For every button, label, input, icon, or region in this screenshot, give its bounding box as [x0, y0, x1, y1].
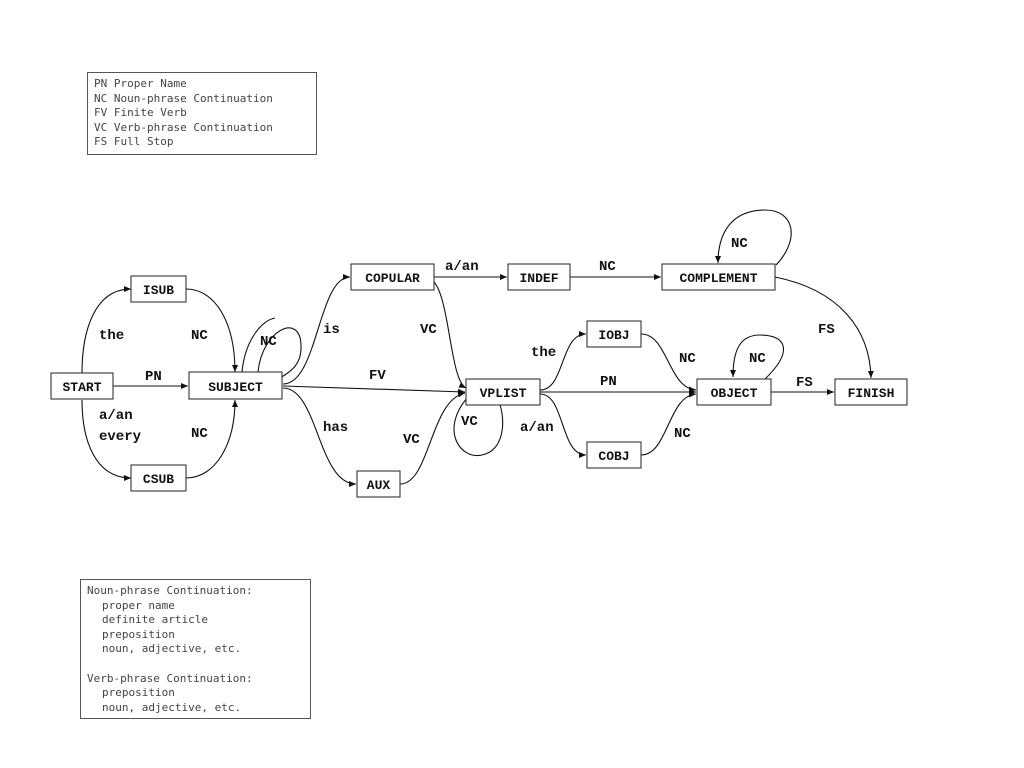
edge-label-cobj-object: NC	[674, 426, 691, 442]
edge-label-subject-aux: has	[323, 420, 348, 436]
abbreviation-legend: PN Proper Name NC Noun-phrase Continuati…	[87, 72, 317, 155]
node-subject: SUBJECT	[188, 371, 283, 400]
node-cobj: COBJ	[586, 441, 642, 469]
edge-subject-copular	[282, 274, 351, 385]
legend-code: FV	[94, 106, 108, 120]
edge-label-csub-subject: NC	[191, 426, 208, 442]
edge-label-vplist-object: PN	[600, 374, 617, 390]
legend-meaning: Proper Name	[113, 77, 187, 90]
legend-code: VC	[94, 120, 108, 134]
node-finish: FINISH	[834, 378, 908, 406]
node-isub-label: ISUB	[143, 283, 174, 298]
edge-complement-finish	[774, 276, 874, 379]
legend-meaning: Finite Verb	[113, 106, 187, 120]
edge-label-complement-loop: NC	[731, 236, 748, 252]
legend-code: FS	[94, 135, 108, 149]
node-start-label: START	[62, 380, 101, 395]
edge-label-subject-vplist: FV	[369, 368, 386, 384]
node-csub: CSUB	[130, 464, 187, 492]
legend-code: NC	[94, 91, 108, 105]
edge-subject-loop-head	[241, 317, 276, 373]
node-start: START	[50, 372, 114, 400]
node-isub: ISUB	[130, 275, 187, 303]
node-aux-label: AUX	[367, 478, 391, 493]
node-indef-label: INDEF	[519, 271, 558, 286]
legend-code: PN	[94, 77, 108, 90]
legend-meaning: Verb-phrase Continuation	[113, 120, 273, 134]
edge-start-csub	[81, 399, 132, 481]
edge-label-object-loop: NC	[749, 351, 766, 367]
definitions-legend: Noun-phrase Continuation: proper name de…	[80, 579, 311, 719]
node-complement-label: COMPLEMENT	[679, 271, 757, 286]
node-copular: COPULAR	[350, 263, 435, 291]
edge-iobj-object	[640, 333, 697, 393]
legend-row-fs: FS Full Stop	[94, 135, 310, 150]
edge-label-copular-vplist: VC	[420, 322, 437, 338]
node-vplist-label: VPLIST	[480, 386, 527, 401]
legend-row-vc: VC Verb-phrase Continuation	[94, 121, 310, 136]
node-aux: AUX	[356, 470, 401, 498]
node-cobj-label: COBJ	[598, 449, 629, 464]
edge-label-vplist-iobj: the	[531, 345, 556, 361]
edge-aux-vplist	[399, 391, 466, 485]
edge-label-complement-finish: FS	[818, 322, 835, 338]
edge-label-vplist-loop: VC	[461, 414, 478, 430]
node-iobj: IOBJ	[586, 320, 642, 348]
edge-label-object-finish: FS	[796, 375, 813, 391]
legend-row-fv: FV Finite Verb	[94, 106, 310, 121]
node-complement: COMPLEMENT	[661, 263, 776, 291]
node-object: OBJECT	[696, 378, 772, 406]
edge-csub-subject	[185, 399, 238, 479]
noun-continuation-heading: Noun-phrase Continuation:	[87, 584, 253, 597]
node-csub-label: CSUB	[143, 472, 174, 487]
edge-isub-subject	[185, 288, 238, 373]
verb-continuation-item: noun, adjective, etc.	[102, 700, 242, 714]
edge-cobj-object	[640, 391, 697, 456]
edge-vplist-iobj	[539, 331, 587, 391]
edge-subject-loop	[257, 327, 302, 379]
legend-meaning: Full Stop	[113, 135, 174, 149]
edge-complement-loop	[715, 209, 792, 266]
edge-vplist-cobj	[539, 393, 587, 458]
node-copular-label: COPULAR	[365, 271, 420, 286]
node-indef: INDEF	[507, 263, 571, 291]
edge-copular-vplist	[433, 281, 467, 389]
noun-continuation-item: preposition	[102, 627, 175, 641]
edge-subject-aux	[282, 387, 357, 487]
legend-row-pn: PN Proper Name	[94, 77, 310, 92]
edge-start-isub	[81, 286, 132, 374]
edge-vplist-loop	[453, 397, 504, 457]
edge-label-start-subject: PN	[145, 369, 162, 385]
noun-continuation-item: definite article	[102, 613, 208, 627]
node-vplist: VPLIST	[465, 378, 541, 406]
edge-label-isub-subject: NC	[191, 328, 208, 344]
noun-continuation-item: proper name	[102, 598, 175, 612]
edge-label-start-csub-1: a/an	[99, 408, 133, 424]
edge-object-loop	[730, 334, 784, 380]
edge-label-copular-indef: a/an	[445, 259, 479, 275]
edge-label-start-isub: the	[99, 328, 124, 344]
edge-subject-vplist	[282, 385, 466, 395]
node-object-label: OBJECT	[711, 386, 758, 401]
edge-label-start-csub-2: every	[99, 429, 142, 445]
edges	[81, 209, 874, 487]
edge-label-aux-vplist: VC	[403, 432, 420, 448]
node-finish-label: FINISH	[848, 386, 895, 401]
edge-label-subject-loop: NC	[260, 334, 277, 350]
edge-label-vplist-cobj: a/an	[520, 420, 554, 436]
legend-meaning: Noun-phrase Continuation	[113, 91, 273, 105]
edge-label-iobj-object: NC	[679, 351, 696, 367]
legend-row-nc: NC Noun-phrase Continuation	[94, 92, 310, 107]
noun-continuation-item: noun, adjective, etc.	[102, 642, 242, 656]
verb-continuation-item: preposition	[102, 686, 175, 700]
edge-label-subject-copular: is	[323, 322, 340, 338]
verb-continuation-heading: Verb-phrase Continuation:	[87, 671, 253, 685]
node-iobj-label: IOBJ	[598, 328, 629, 343]
edge-label-indef-complement: NC	[599, 259, 616, 275]
node-subject-label: SUBJECT	[208, 380, 263, 395]
